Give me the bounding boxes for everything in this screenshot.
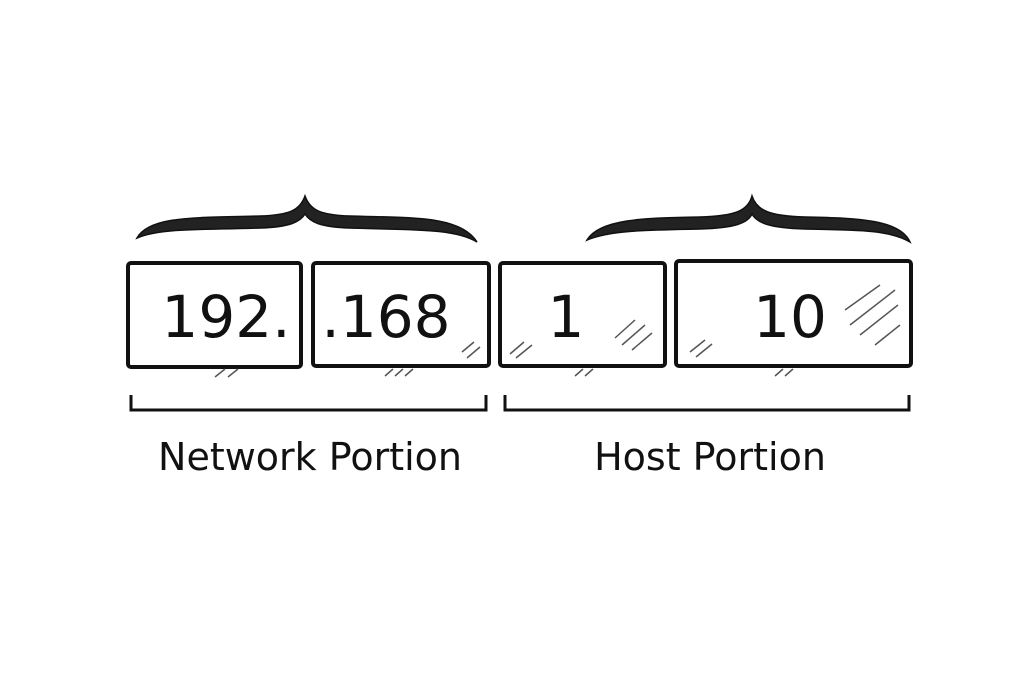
octet-text-2: .168 (321, 283, 450, 351)
host-brace (585, 193, 912, 244)
octet-text-3: 1 (548, 283, 585, 351)
octet-box-1 (126, 261, 303, 369)
network-brace (135, 193, 478, 243)
host-bracket (503, 395, 911, 412)
glass-hatch-marks (214, 284, 901, 378)
octet-text-1: 192. (161, 283, 290, 351)
network-bracket (129, 395, 488, 412)
octet-box-3 (498, 261, 667, 368)
octet-box-2 (311, 261, 491, 368)
host-portion-label: Host Portion (594, 435, 826, 479)
octet-text-4: 10 (753, 283, 827, 351)
network-portion-label: Network Portion (158, 435, 462, 479)
octet-box-4 (674, 259, 913, 368)
